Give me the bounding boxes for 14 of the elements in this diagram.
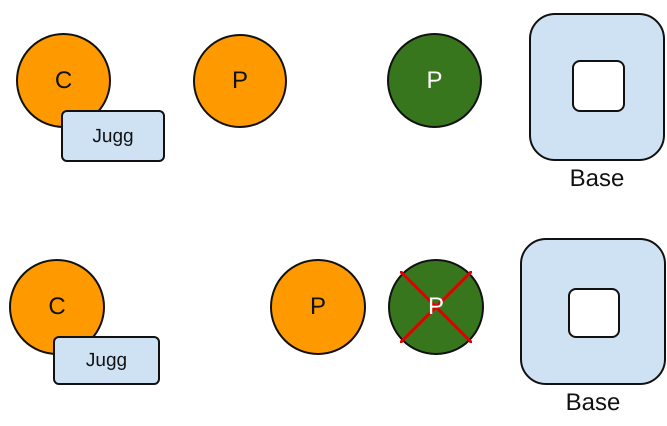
- circle-label: P: [232, 69, 248, 93]
- circle-label: P: [310, 295, 326, 319]
- circle-label: C: [48, 295, 66, 319]
- base-label: Base: [570, 167, 624, 191]
- box-label: Jugg: [92, 126, 134, 146]
- label-box: [53, 336, 160, 385]
- box-label: Jugg: [86, 351, 128, 370]
- circle-label: P: [426, 68, 442, 92]
- circle-label: C: [54, 68, 72, 92]
- label-box: [61, 110, 165, 162]
- inner-square: [568, 288, 620, 338]
- inner-square: [572, 60, 625, 112]
- circle-label: P: [428, 295, 444, 319]
- base-label: Base: [566, 391, 620, 415]
